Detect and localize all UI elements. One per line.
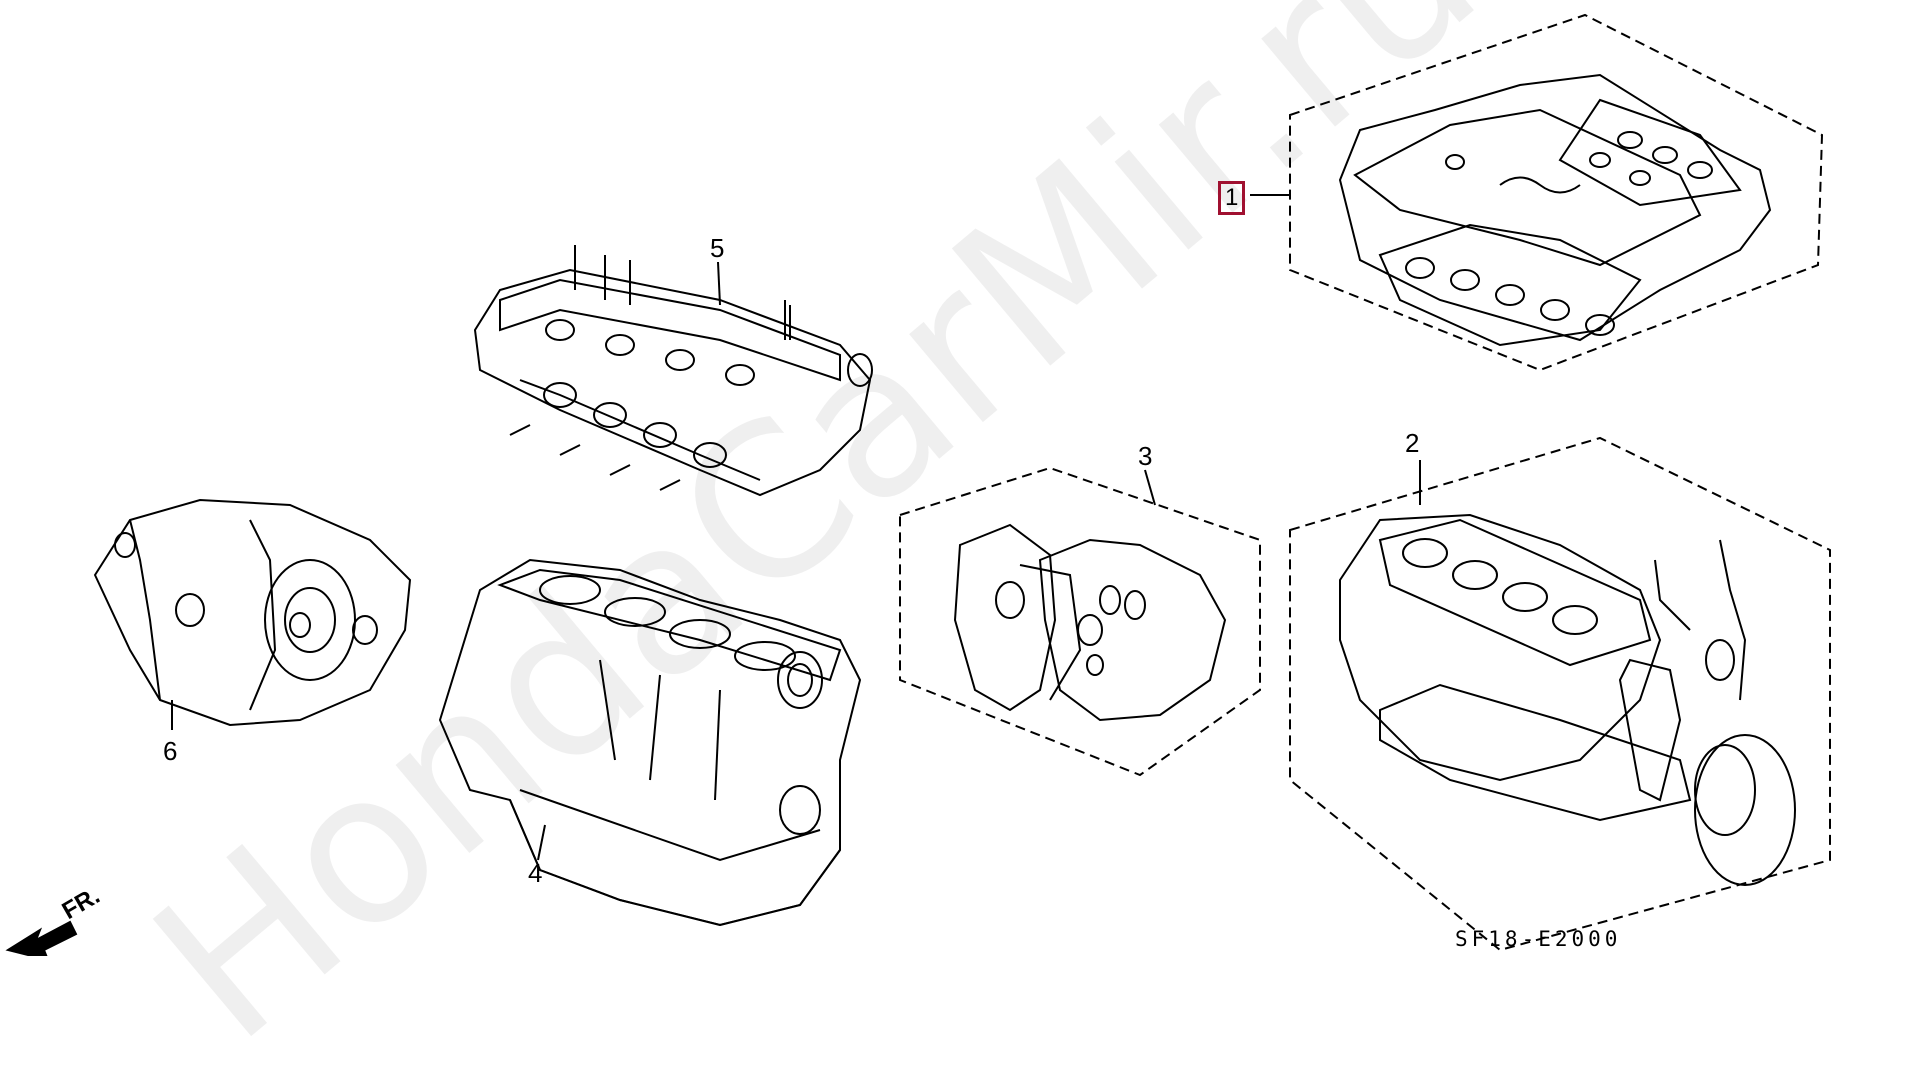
diagram-code: SF18-E2000 <box>1455 927 1622 951</box>
gasket-kit-lower-drawing <box>1289 436 1831 952</box>
transmission-drawing <box>93 498 412 730</box>
callout-part-4[interactable]: 4 <box>528 858 543 888</box>
gasket-kit-upper-drawing <box>1250 13 1824 372</box>
diagram-drawing <box>5 13 1831 956</box>
callout-part-2[interactable]: 2 <box>1405 428 1420 458</box>
callout-part-3[interactable]: 3 <box>1138 441 1153 471</box>
callout-part-5[interactable]: 5 <box>710 233 725 263</box>
front-arrow-icon <box>5 920 78 956</box>
callout-part-6[interactable]: 6 <box>163 736 178 766</box>
engine-block-drawing <box>438 558 862 927</box>
cylinder-head-drawing <box>473 245 873 497</box>
parts-diagram: HondaCarMir.ru <box>5 0 1831 1088</box>
gasket-kit-middle-drawing <box>899 466 1261 777</box>
callout-part-1[interactable]: 1 <box>1218 181 1246 215</box>
